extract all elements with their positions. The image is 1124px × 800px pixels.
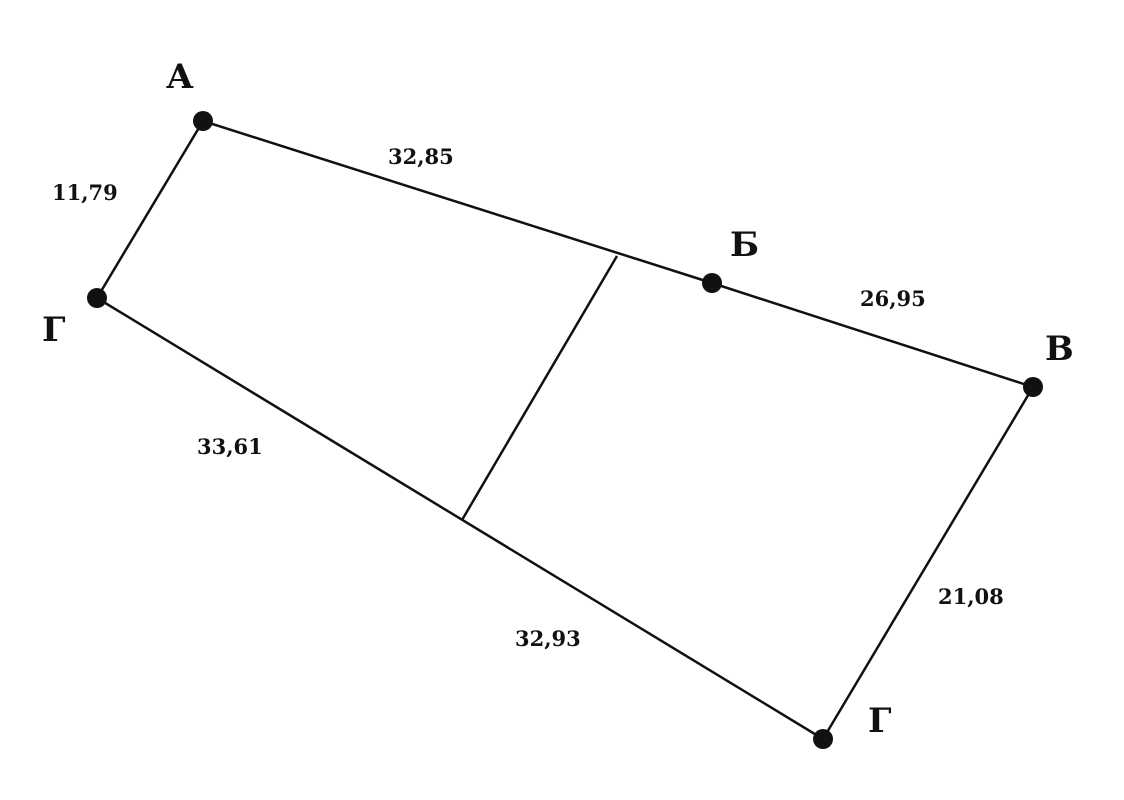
dimension-a-g: 11,79 bbox=[52, 180, 118, 205]
vertex-g-bottom-point bbox=[813, 729, 833, 749]
dimension-split-g: 32,93 bbox=[515, 626, 581, 651]
vertex-a-point bbox=[193, 111, 213, 131]
edge-a-b bbox=[202, 119, 713, 285]
split-line bbox=[460, 255, 619, 521]
edge-g-a bbox=[95, 120, 205, 299]
dimension-b-v: 26,95 bbox=[860, 286, 926, 311]
edge-b-v bbox=[711, 281, 1034, 389]
dimension-v-g: 21,08 bbox=[938, 584, 1004, 609]
vertex-v-label: В bbox=[1045, 329, 1074, 369]
edge-v-g bbox=[821, 386, 1035, 740]
vertex-a-label: А bbox=[166, 57, 194, 97]
dimension-a-split: 32,85 bbox=[388, 144, 454, 169]
vertex-g-left-point bbox=[87, 288, 107, 308]
dimension-g-split: 33,61 bbox=[197, 434, 263, 459]
vertex-b-label: Б bbox=[730, 225, 759, 265]
vertex-g-bottom-label: Г bbox=[868, 701, 892, 741]
vertex-b-point bbox=[702, 273, 722, 293]
vertex-v-point bbox=[1023, 377, 1043, 397]
edge-g-g bbox=[96, 296, 824, 741]
vertex-g-left-label: Г bbox=[42, 310, 66, 350]
